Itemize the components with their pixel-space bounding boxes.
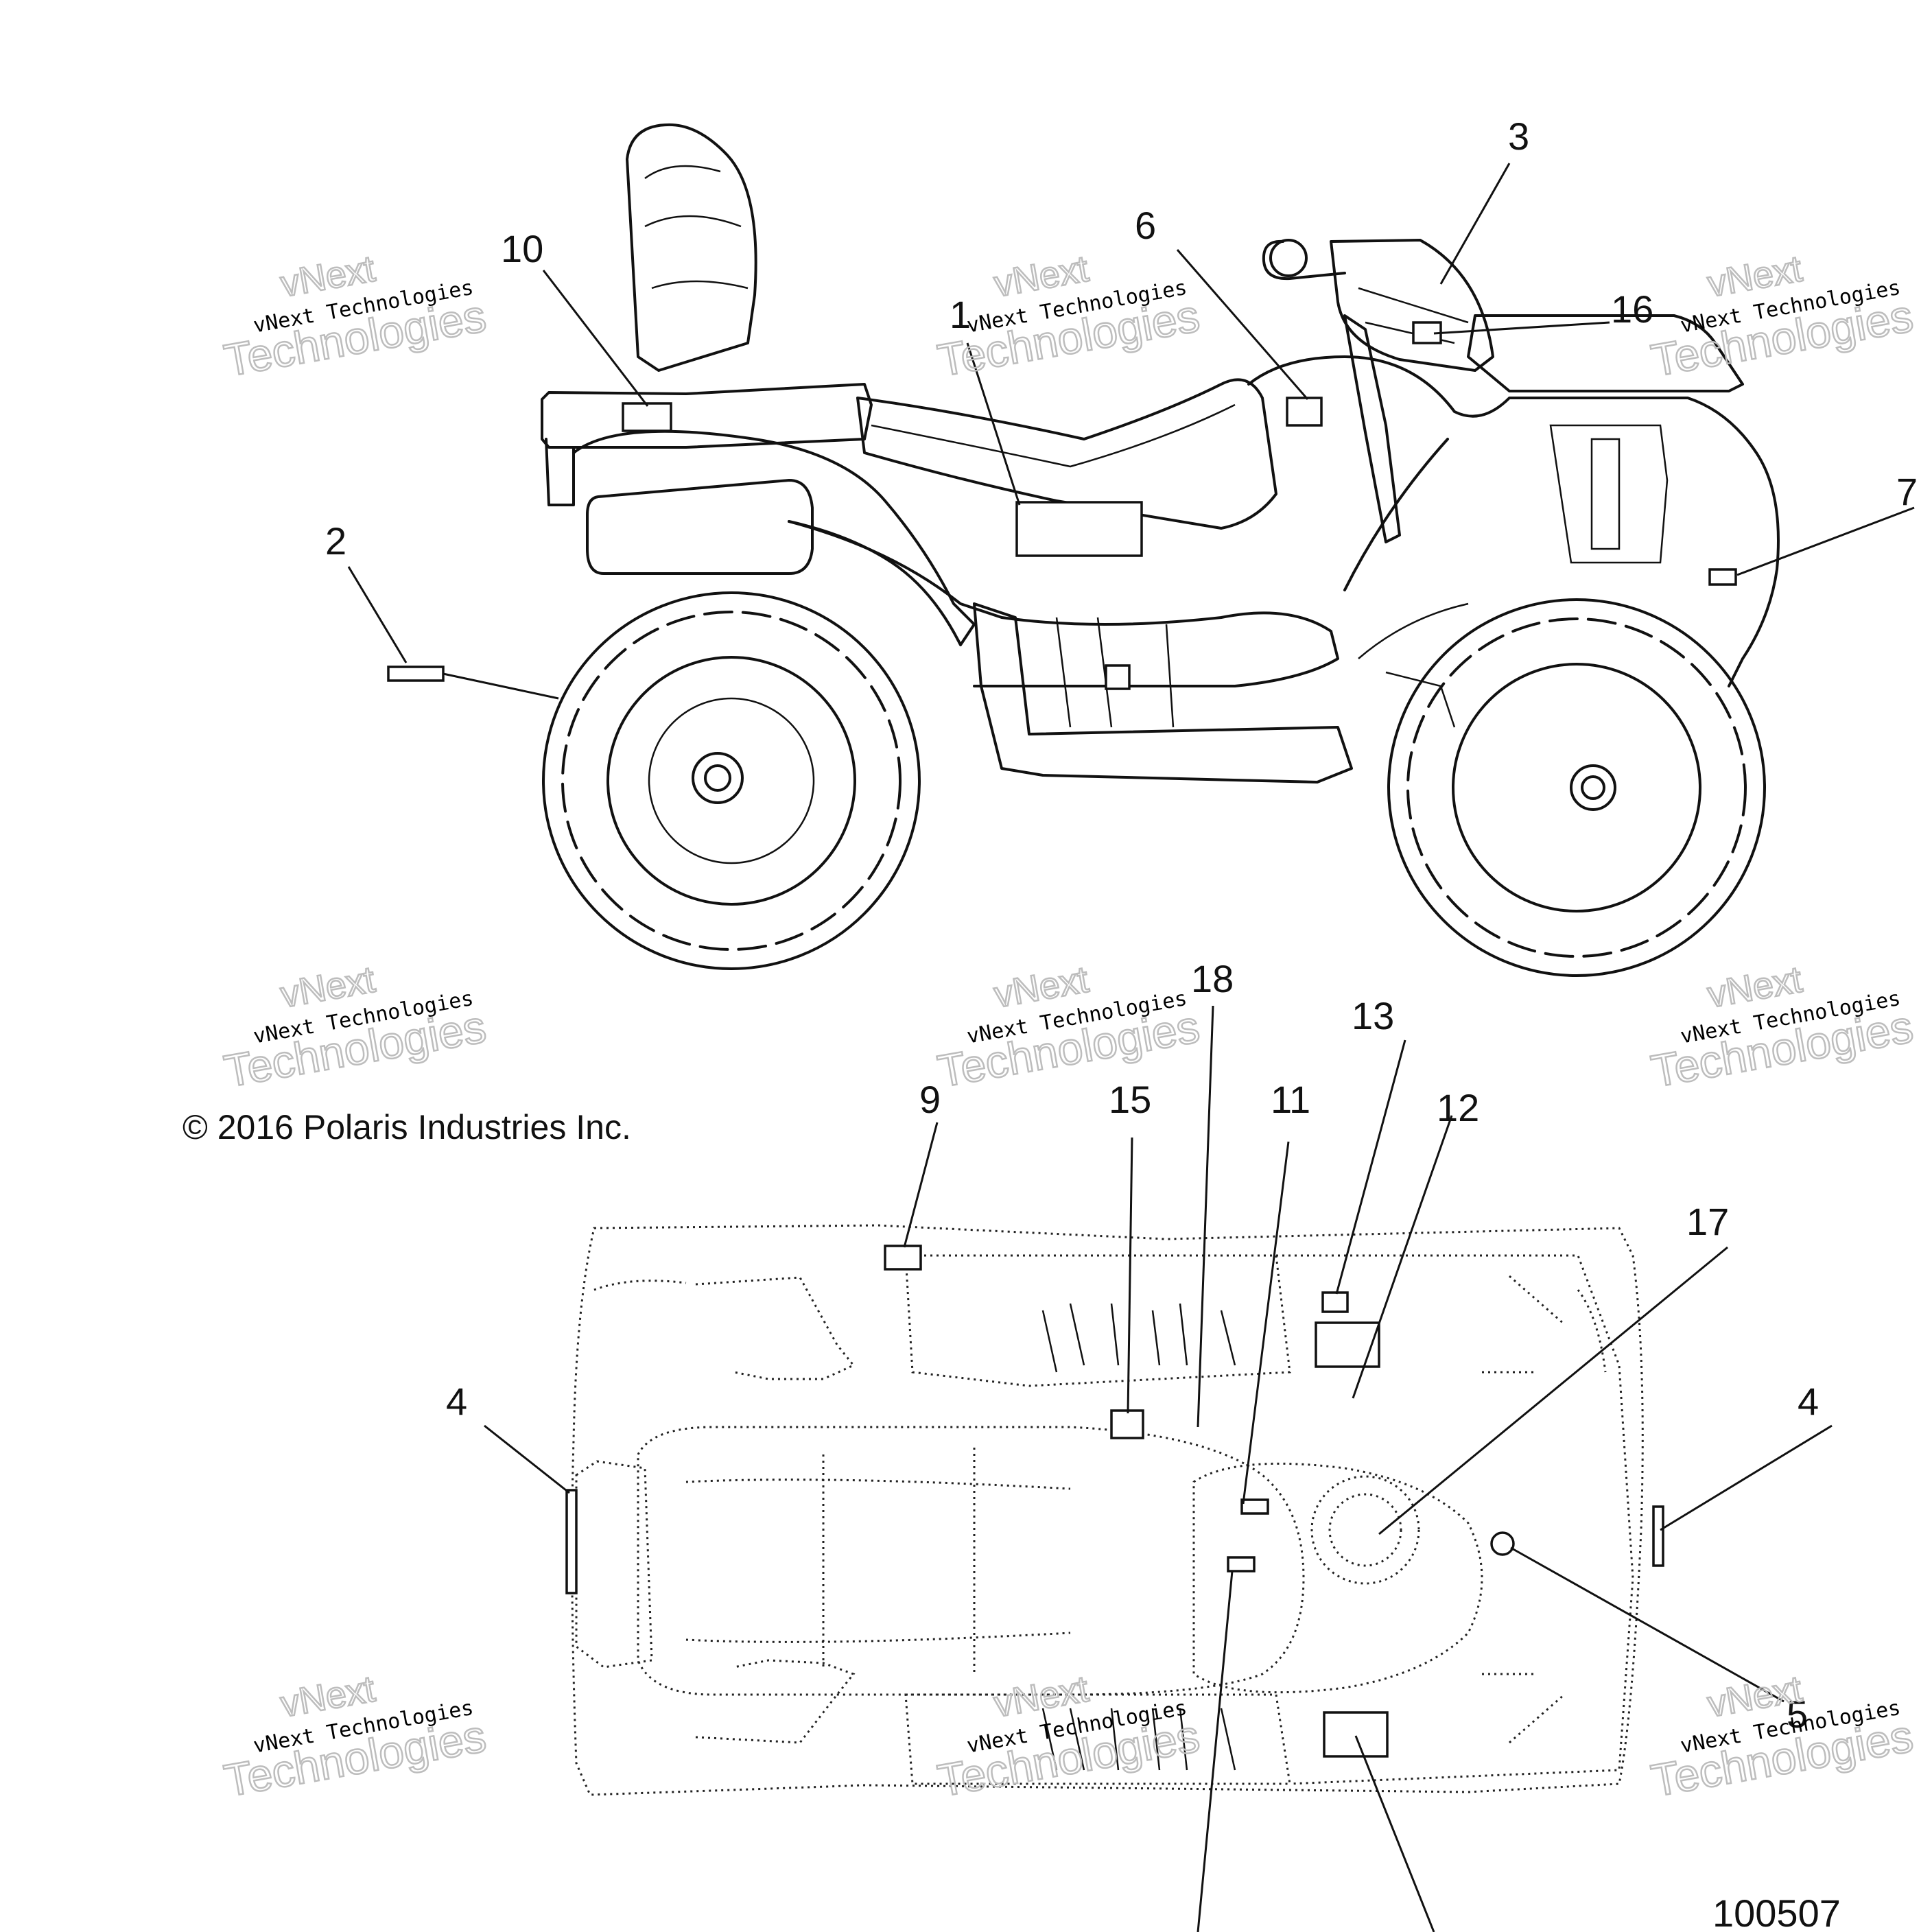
rear-a-arm-upper bbox=[695, 1276, 856, 1380]
front-body bbox=[1276, 1254, 1634, 1785]
top-outline bbox=[571, 1224, 1644, 1796]
front-fender bbox=[1247, 355, 1780, 687]
leader-lines bbox=[347, 163, 1915, 1932]
watermark: vNext vNext Technologies Technologies bbox=[933, 958, 1204, 1097]
callout-15: 15 bbox=[1109, 1078, 1151, 1121]
decal-9 bbox=[884, 1245, 922, 1271]
decal-11b bbox=[1227, 1556, 1256, 1572]
rear-fender bbox=[572, 429, 976, 646]
atv-top-view bbox=[565, 1224, 1664, 1796]
callout-7: 7 bbox=[1896, 470, 1918, 513]
watermark: vNext vNext Technologies Technologies bbox=[220, 1667, 491, 1806]
backrest bbox=[626, 123, 757, 372]
callout-18: 18 bbox=[1191, 957, 1234, 1000]
seat bbox=[856, 378, 1277, 530]
callout-17: 17 bbox=[1686, 1200, 1729, 1243]
drawing-number: 100507 bbox=[1712, 1892, 1841, 1932]
callout-5: 5 bbox=[1787, 1693, 1808, 1736]
watermark: vNext vNext Technologies Technologies bbox=[933, 1667, 1204, 1806]
left-footwell bbox=[904, 1254, 1291, 1387]
decal-13 bbox=[1321, 1291, 1349, 1313]
top-seat bbox=[637, 1426, 1305, 1696]
body-panel bbox=[788, 520, 1339, 687]
callout-6: 6 bbox=[1135, 204, 1156, 247]
decal-10 bbox=[622, 402, 672, 432]
watermark: vNext vNext Technologies Technologies bbox=[220, 247, 491, 386]
decal-bottom bbox=[1323, 1711, 1389, 1758]
decal-7 bbox=[1708, 568, 1737, 586]
rear-rack bbox=[541, 383, 873, 449]
callouts: 1 2 3 6 7 10 16 18 13 9 15 11 12 17 4 4 … bbox=[325, 115, 1918, 1736]
muffler bbox=[586, 479, 814, 575]
callout-4-front: 4 bbox=[1798, 1380, 1819, 1423]
watermark: vNext vNext Technologies Technologies bbox=[220, 958, 491, 1097]
atv-side-view bbox=[387, 123, 1780, 977]
decal-2 bbox=[387, 665, 445, 682]
top-console bbox=[1192, 1462, 1483, 1694]
shift-lever bbox=[1343, 314, 1401, 543]
decal-15 bbox=[1110, 1409, 1144, 1439]
callout-13: 13 bbox=[1352, 994, 1394, 1037]
callout-1: 1 bbox=[950, 293, 971, 336]
decal-4-front bbox=[1652, 1505, 1664, 1567]
watermarks: vNext vNext Technologies Technologies vN… bbox=[220, 247, 1918, 1806]
copyright-notice: © 2016 Polaris Industries Inc. bbox=[182, 1108, 631, 1146]
callout-10: 10 bbox=[501, 227, 543, 270]
callout-9: 9 bbox=[919, 1078, 941, 1121]
watermark: vNext vNext Technologies Technologies bbox=[1647, 1667, 1918, 1806]
rear-a-arm-lower bbox=[695, 1659, 856, 1744]
callout-11: 11 bbox=[1271, 1078, 1310, 1121]
callout-12: 12 bbox=[1437, 1086, 1479, 1129]
watermark: vNext vNext Technologies Technologies bbox=[1647, 247, 1918, 386]
callout-2: 2 bbox=[325, 519, 346, 563]
decal-12 bbox=[1315, 1321, 1380, 1368]
callout-16: 16 bbox=[1611, 287, 1653, 331]
decal-4-rear bbox=[565, 1489, 578, 1594]
callout-3: 3 bbox=[1508, 115, 1529, 158]
callout-4-rear: 4 bbox=[446, 1380, 467, 1423]
decal-1 bbox=[1015, 501, 1143, 557]
handlebar bbox=[1262, 239, 1346, 281]
decal-6 bbox=[1286, 397, 1323, 427]
front-wheel bbox=[1387, 598, 1766, 977]
right-footwell bbox=[904, 1693, 1291, 1785]
floorboard bbox=[973, 602, 1353, 784]
rear-wheel bbox=[542, 591, 921, 970]
decal-5 bbox=[1490, 1531, 1515, 1556]
decal-floor bbox=[1105, 664, 1131, 690]
watermark: vNext vNext Technologies Technologies bbox=[1647, 958, 1918, 1097]
front-rack bbox=[1467, 314, 1744, 392]
decal-11a bbox=[1240, 1498, 1269, 1515]
